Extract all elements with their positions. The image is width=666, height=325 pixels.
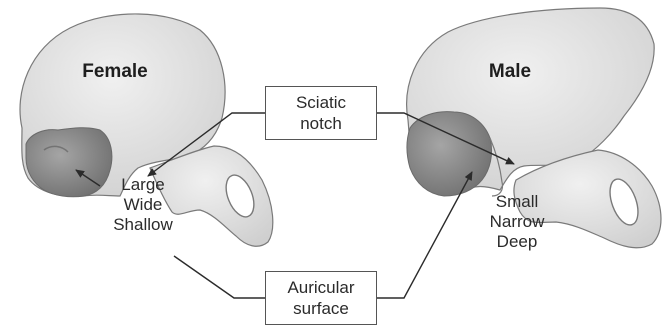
auricular-surface-line-2: surface — [293, 298, 349, 319]
sciatic-notch-line-1: Sciatic — [296, 92, 346, 113]
male-notch-line-1: Small — [474, 192, 560, 212]
female-notch-line-1: Large — [96, 175, 190, 195]
auricular-surface-label-box: Auricular surface — [265, 271, 377, 325]
male-title: Male — [470, 62, 550, 82]
male-notch-line-3: Deep — [474, 232, 560, 252]
female-notch-line-3: Shallow — [96, 215, 190, 235]
auricular-leader-female — [174, 256, 265, 298]
sciatic-notch-line-2: notch — [300, 113, 342, 134]
auricular-surface-line-1: Auricular — [287, 277, 354, 298]
sciatic-notch-label-box: Sciatic notch — [265, 86, 377, 140]
male-notch-description: Small Narrow Deep — [474, 192, 560, 252]
female-notch-line-2: Wide — [96, 195, 190, 215]
female-title: Female — [60, 62, 170, 82]
female-notch-description: Large Wide Shallow — [96, 175, 190, 235]
male-auricular-surface — [407, 112, 492, 196]
male-notch-line-2: Narrow — [474, 212, 560, 232]
